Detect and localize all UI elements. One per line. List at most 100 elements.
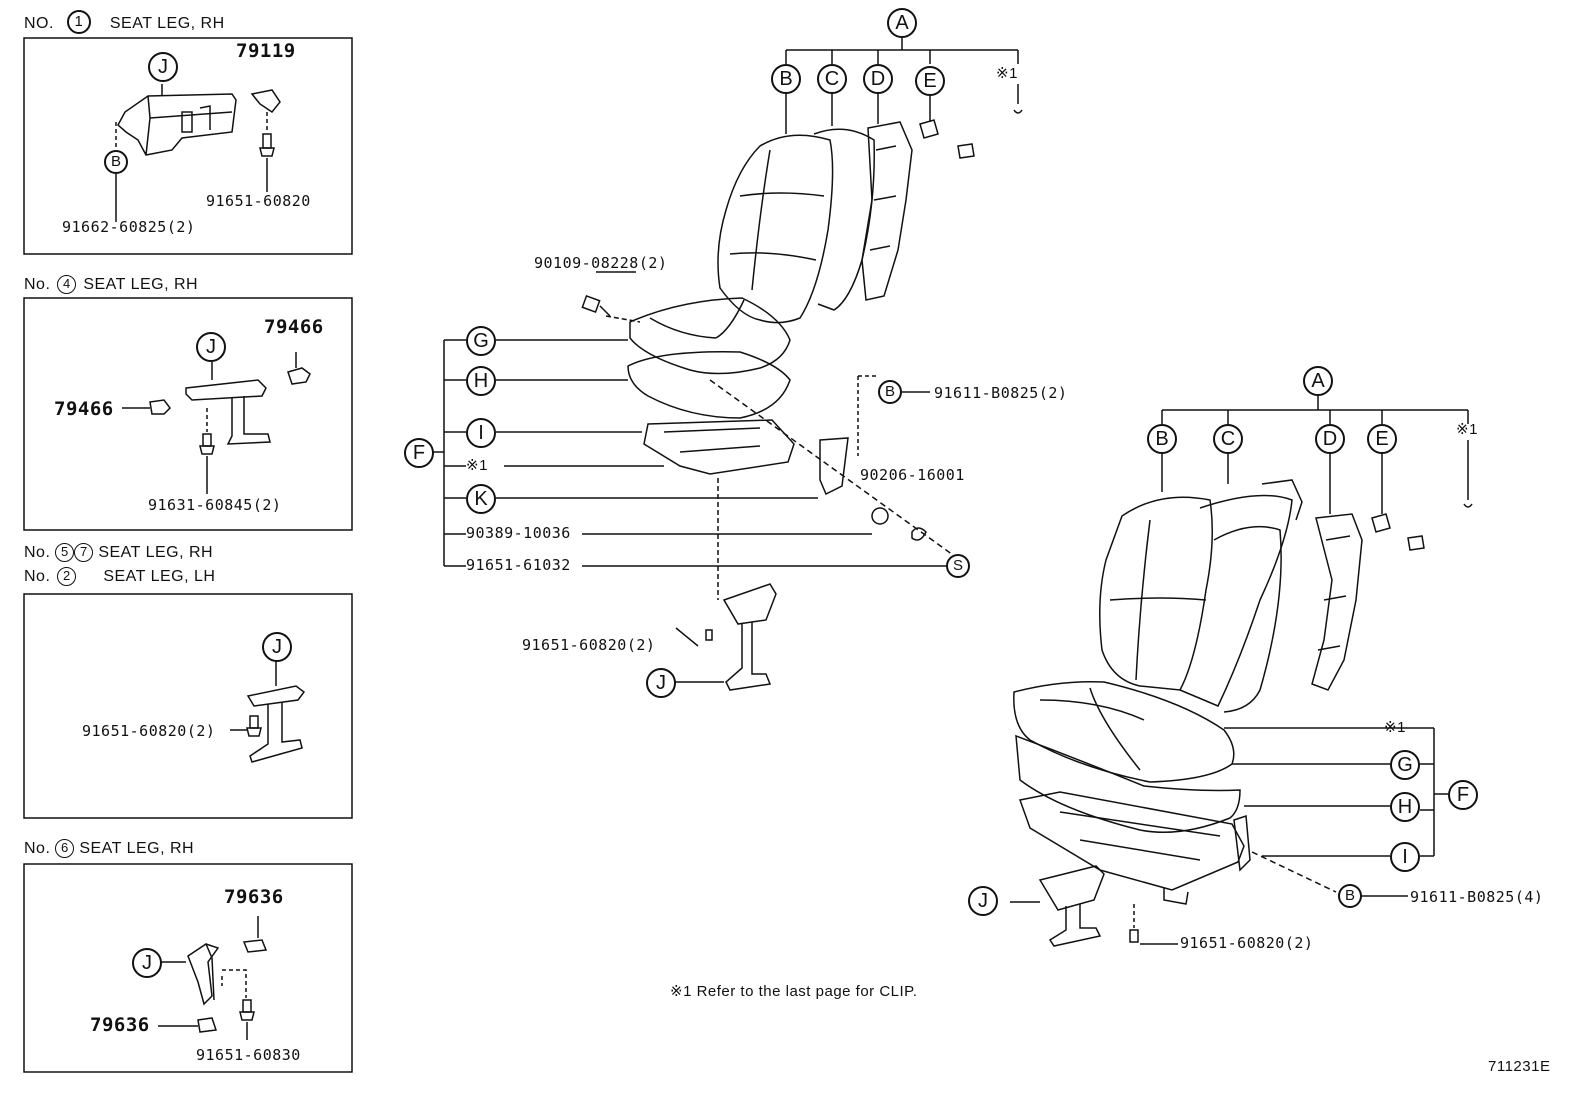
main-seat-cushion xyxy=(581,295,961,600)
panel-6-number: 6 xyxy=(55,839,75,858)
panel-4-callout-j: J xyxy=(196,332,226,362)
panel-1-clip xyxy=(250,89,281,114)
panel-1-callout-j: J xyxy=(148,52,178,82)
bench-callout-h: H xyxy=(1390,792,1420,822)
main-callout-s: S xyxy=(946,554,970,578)
panel-5-7-part-bolt: 91651-60820(2) xyxy=(82,722,216,740)
bench-callout-a: A xyxy=(1303,366,1333,396)
main-part-5: 91651-61032 xyxy=(466,556,571,574)
panel-6-part-a: 79636 xyxy=(224,886,284,908)
main-callout-h: H xyxy=(466,366,496,396)
panel-6-heading: No. 6 SEAT LEG, RH xyxy=(24,839,195,859)
main-part-2: 91611-B0825(2) xyxy=(934,384,1068,402)
panel-1-bracket xyxy=(115,93,237,156)
panel-4-no: No. xyxy=(24,276,51,293)
main-callout-e: E xyxy=(915,66,945,96)
panel-4-heading: No. 4 SEAT LEG, RH xyxy=(24,275,199,295)
bench-leg xyxy=(1038,865,1139,947)
panel-1-number: 1 xyxy=(66,10,91,34)
main-callout-j: J xyxy=(646,668,676,698)
main-callout-d: D xyxy=(863,64,893,94)
panel-4-part-bolt: 91631-60845(2) xyxy=(148,496,282,514)
panel-4-part-a: 79466 xyxy=(264,316,324,338)
panel-4-clip-a xyxy=(287,352,311,385)
panel-5-7-number-a: 5 xyxy=(55,543,75,562)
panel-6-leg xyxy=(160,943,220,1006)
main-callout-f: F xyxy=(404,438,434,468)
bench-callout-g: G xyxy=(1390,750,1420,780)
panel-1-part-bolt: 91651-60820 xyxy=(206,192,311,210)
main-clip-ref: ※1 xyxy=(466,457,488,474)
main-seat-back xyxy=(717,121,913,324)
bench-part-1: 91611-B0825(4) xyxy=(1410,888,1544,906)
panel-1-part-top: 79119 xyxy=(236,40,296,62)
main-callout-c: C xyxy=(817,64,847,94)
main-callout-b: B xyxy=(771,64,801,94)
panel-5-7-callout-j: J xyxy=(262,632,292,662)
bench-callout-j: J xyxy=(968,886,998,916)
bench-callout-c: C xyxy=(1213,424,1243,454)
main-leg xyxy=(705,583,777,691)
bench-callout-i: I xyxy=(1390,842,1420,872)
panel-2-no: No. xyxy=(24,568,51,585)
panel-1-frame xyxy=(23,37,353,255)
panel-2-number: 2 xyxy=(57,567,77,586)
main-clip-ref-top: ※1 xyxy=(996,65,1018,82)
main-part-3: 90206-16001 xyxy=(860,466,965,484)
bench-clip-ref-top: ※1 xyxy=(1456,421,1478,438)
bench-clips xyxy=(1371,513,1425,551)
panel-6-clip-a xyxy=(242,916,268,953)
bench-part-2: 91651-60820(2) xyxy=(1180,934,1314,952)
main-callout-b2: B xyxy=(878,380,902,404)
panel-6-part-bolt: 91651-60830 xyxy=(196,1046,301,1064)
main-callout-i: I xyxy=(466,418,496,448)
panel-4-frame xyxy=(23,297,353,531)
main-callout-a: A xyxy=(887,8,917,38)
panel-5-7-title: SEAT LEG, RH xyxy=(98,544,214,561)
bench-callout-e: E xyxy=(1367,424,1397,454)
main-callout-k: K xyxy=(466,484,496,514)
panel-4-leg xyxy=(185,362,271,445)
panel-1-part-left: 91662-60825(2) xyxy=(62,218,196,236)
panel-4-clip-b xyxy=(122,399,171,415)
main-callout-g: G xyxy=(466,326,496,356)
main-clips xyxy=(919,119,975,159)
bench-callout-d: D xyxy=(1315,424,1345,454)
bench-seat-back xyxy=(1099,479,1363,713)
panel-6-clip-b xyxy=(158,1017,218,1033)
figure-id: 711231E xyxy=(1488,1058,1551,1075)
panel-6-title: SEAT LEG, RH xyxy=(79,840,195,857)
panel-4-number: 4 xyxy=(57,275,77,294)
panel-1-heading: NO. 1 SEAT LEG, RH xyxy=(24,10,225,36)
panel-4-bolt xyxy=(199,408,215,494)
panel-5-7-leg xyxy=(246,660,306,763)
panel-5-7-bolt xyxy=(230,715,262,737)
panel-1-title: SEAT LEG, RH xyxy=(109,15,225,32)
panel-5-7-number-b: 7 xyxy=(74,543,94,562)
footnote: ※1 Refer to the last page for CLIP. xyxy=(670,983,918,1000)
panel-6-frame xyxy=(23,863,353,1073)
main-part-1: 90109-08228(2) xyxy=(534,254,668,272)
panel-5-7-no: No. xyxy=(24,544,51,561)
bench-callout-f: F xyxy=(1448,780,1478,810)
panel-6-bolt xyxy=(221,969,255,1040)
panel-4-part-b: 79466 xyxy=(54,398,114,420)
main-part-6: 91651-60820(2) xyxy=(522,636,656,654)
panel-6-part-b: 79636 xyxy=(90,1014,150,1036)
panel-4-title: SEAT LEG, RH xyxy=(83,276,199,293)
main-part-4: 90389-10036 xyxy=(466,524,571,542)
bench-callout-b: B xyxy=(1147,424,1177,454)
panel-6-callout-j: J xyxy=(132,948,162,978)
panel-1-no: NO. xyxy=(24,15,54,32)
panel-6-no: No. xyxy=(24,840,51,857)
panel-2-title: SEAT LEG, LH xyxy=(103,568,216,585)
bench-callout-b2: B xyxy=(1338,884,1362,908)
bench-cushion xyxy=(1013,680,1251,905)
panel-5-7-frame xyxy=(23,593,353,819)
bench-clip-ref: ※1 xyxy=(1384,719,1406,736)
panel-1-bolt xyxy=(259,112,275,192)
panel-1-callout-b: B xyxy=(104,150,128,174)
panel-2-heading: No. 2 SEAT LEG, LH xyxy=(24,567,216,587)
